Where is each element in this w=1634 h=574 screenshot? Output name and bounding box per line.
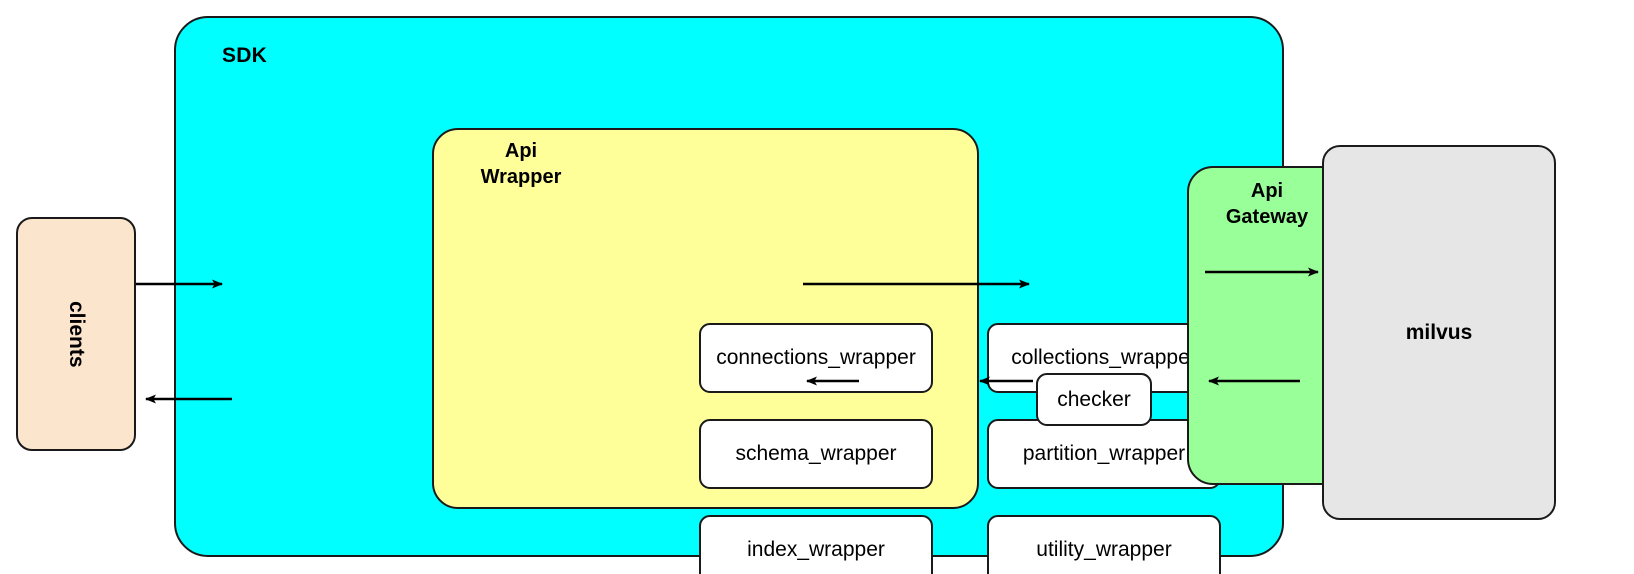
sdk-container[interactable]: SDK Api Wrapper connections_wrapper coll…: [174, 16, 1415, 574]
api-gateway-label: Api Gateway: [1197, 178, 1337, 230]
clients-node[interactable]: clients: [16, 217, 136, 451]
partition-wrapper-label: partition_wrapper: [1022, 442, 1186, 465]
api-wrapper-label-line2: Wrapper: [480, 166, 562, 188]
milvus-label: milvus: [1405, 320, 1473, 344]
api-wrapper-label-line1: Api: [504, 140, 538, 162]
sdk-label: SDK: [222, 44, 267, 67]
index-wrapper-node[interactable]: index_wrapper: [699, 515, 933, 574]
utility-wrapper-node[interactable]: utility_wrapper: [987, 515, 1221, 574]
utility-wrapper-label: utility_wrapper: [1036, 538, 1172, 561]
api-gateway-label-line2: Gateway: [1225, 206, 1309, 228]
connections-wrapper-label: connections_wrapper: [716, 346, 916, 369]
api-gateway-label-line1: Api: [1250, 180, 1284, 202]
schema-wrapper-node[interactable]: schema_wrapper: [699, 419, 933, 489]
checker-node[interactable]: checker: [1036, 373, 1152, 426]
api-wrapper-label: Api Wrapper: [446, 138, 596, 190]
collections-wrapper-label: collections_wrapper: [1011, 346, 1197, 369]
checker-label: checker: [1057, 387, 1131, 411]
index-wrapper-label: index_wrapper: [747, 538, 885, 561]
schema-wrapper-label: schema_wrapper: [735, 442, 897, 465]
connections-wrapper-node[interactable]: connections_wrapper: [699, 323, 933, 393]
clients-label: clients: [65, 300, 88, 368]
partition-wrapper-node[interactable]: partition_wrapper: [987, 419, 1221, 489]
api-wrapper-container[interactable]: Api Wrapper connections_wrapper collecti…: [432, 128, 1221, 574]
milvus-node[interactable]: milvus: [1322, 145, 1556, 520]
